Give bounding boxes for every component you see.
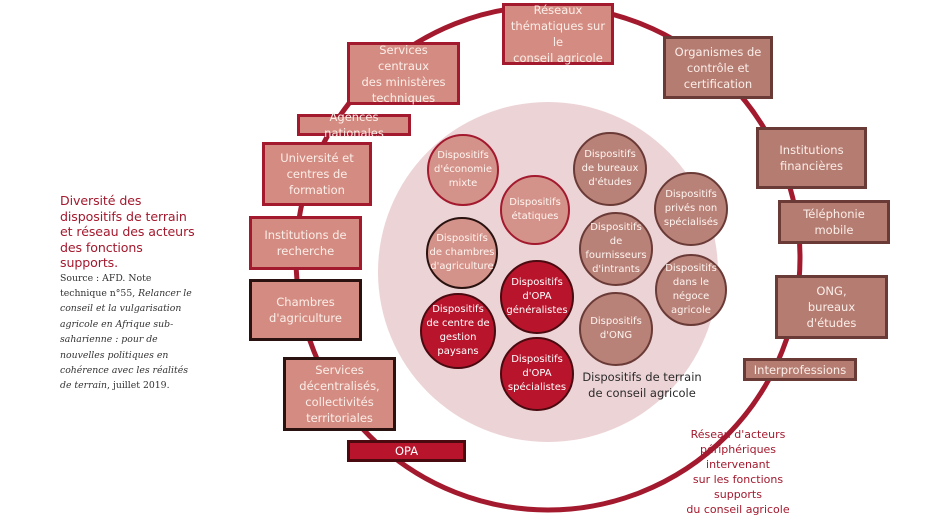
actor-universite: Université et centres de formation xyxy=(262,142,372,206)
device-opa-specialistes: Dispositifs d'OPA spécialistes xyxy=(500,337,574,411)
actor-services-centraux: Services centraux des ministères techniq… xyxy=(347,42,460,105)
actor-organismes-controle: Organismes de contrôle et certification xyxy=(663,36,773,99)
device-negoce-agricole: Dispositifs dans le négoce agricole xyxy=(655,254,727,326)
actor-reseaux-thematiques: Réseaux thématiques sur le conseil agric… xyxy=(502,3,614,65)
actor-ong-bureaux: ONG, bureaux d'études xyxy=(775,275,888,339)
actor-interprofessions: Interprofessions xyxy=(743,358,857,381)
actor-agences-nationales: Agences nationales xyxy=(297,110,411,140)
device-fournisseurs-intrants: Dispositifs de fournisseurs d'intrants xyxy=(579,212,653,286)
caption-source: Source : AFD. Note technique n°55, Relan… xyxy=(60,271,195,394)
device-centre-gestion-paysans: Dispositifs de centre de gestion paysans xyxy=(420,293,496,369)
device-ong: Dispositifs d'ONG xyxy=(579,292,653,366)
actor-institutions-financieres: Institutions financières xyxy=(756,127,867,189)
caption-title: Diversité des dispositifs de terrain et … xyxy=(60,193,195,270)
device-economie-mixte: Dispositifs d'économie mixte xyxy=(427,134,499,206)
actor-telephonie-mobile: Téléphonie mobile xyxy=(778,200,890,244)
caption-source-suffix: , juillet 2019. xyxy=(107,380,170,392)
outer-ring-label: Réseau d'acteurs périphériques intervena… xyxy=(686,428,790,516)
actor-services-decentralises: Services décentralisés, collectivités te… xyxy=(283,357,396,431)
actor-opa: OPA xyxy=(347,440,466,462)
device-prives-non-specialises: Dispositifs privés non spécialisés xyxy=(654,172,728,246)
device-etatiques: Dispositifs étatiques xyxy=(500,175,570,245)
figure-caption: Diversité des dispositifs de terrain et … xyxy=(60,193,195,394)
inner-disc-label: Dispositifs de terrain de conseil agrico… xyxy=(582,370,702,400)
actor-institutions-recherche: Institutions de recherche xyxy=(249,216,362,270)
device-opa-generalistes: Dispositifs d'OPA généralistes xyxy=(500,260,574,334)
device-chambres-agriculture: Dispositifs de chambres d'agriculture xyxy=(426,217,498,289)
actor-chambres-agriculture: Chambres d'agriculture xyxy=(249,279,362,341)
device-bureaux-etudes: Dispositifs de bureaux d'études xyxy=(573,132,647,206)
caption-source-prefix: Source : AFD. Note technique n°55, xyxy=(60,272,152,299)
caption-source-title: Relancer le conseil et la vulgarisation … xyxy=(60,287,192,392)
